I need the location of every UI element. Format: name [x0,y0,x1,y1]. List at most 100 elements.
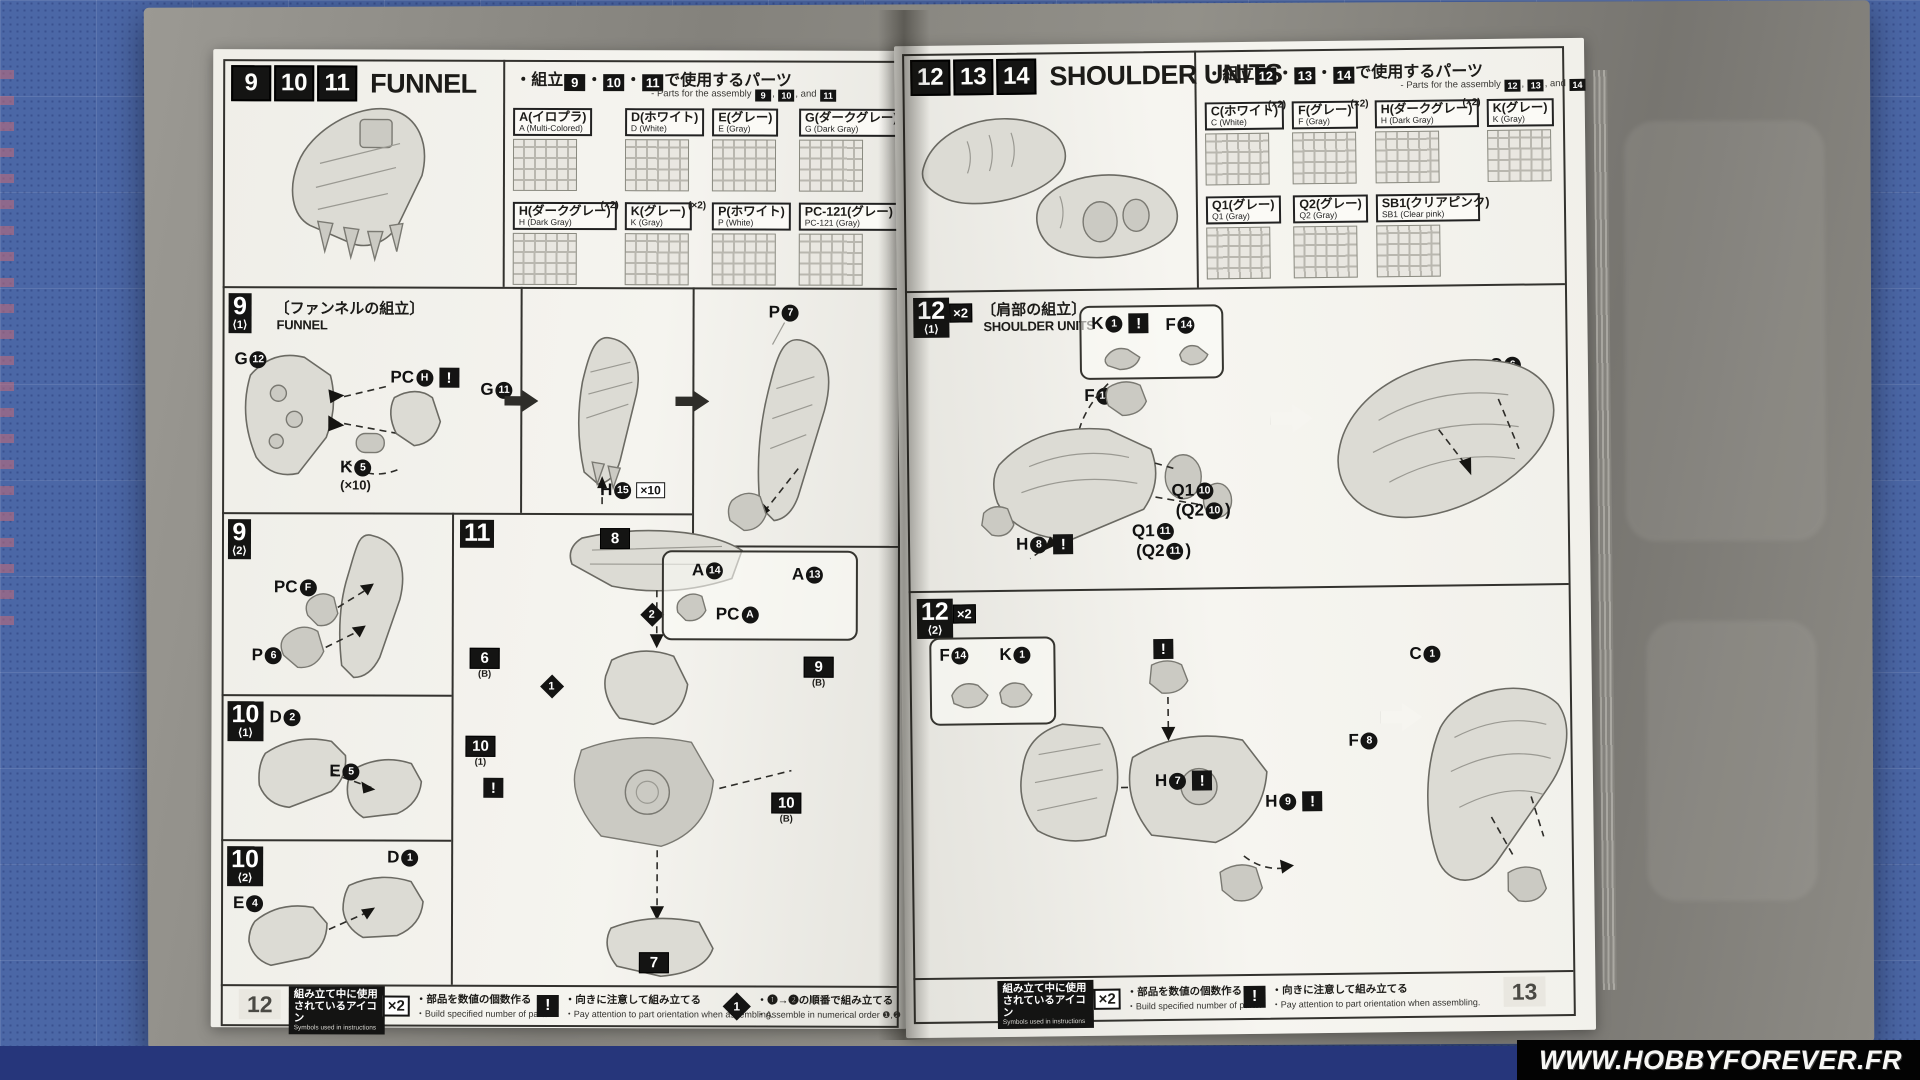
step-ref-box: 10 [603,74,625,92]
step-ref-box: 13 [1294,67,1316,85]
runner-thumbnail [512,233,577,286]
step-heading-jp: 〔ファンネルの組立〕 [274,300,425,318]
part-color-en: Q2 (Gray) [1299,209,1338,221]
part-color-en: K (Gray) [1492,113,1525,125]
step-heading-en: FUNNEL [276,317,328,333]
runner-thumbnail [711,233,777,286]
step-ref-box: 9 [755,89,772,102]
part-cell: E(グレー) E (Gray) [712,108,791,196]
part-cell: H(ダークグレー) H (Dark Gray) (×2) [512,200,619,290]
page-number: 12 [238,989,281,1020]
page-number: 13 [1503,976,1546,1007]
runner-thumbnail [1205,132,1270,186]
part-cell: F(グレー) F (Gray) (×2) [1292,98,1369,189]
runner-thumbnail [624,233,689,286]
funnel-parts-cluster-illustration [228,341,513,507]
warning-icon: ! [1128,313,1149,334]
part-color-en: F (Gray) [1298,116,1330,127]
part-label-box: D(ホワイト) D (White) [624,108,705,137]
funnel-sub-assembly-illustration [252,527,447,693]
shoulder-assembly-illustration [991,655,1295,969]
legend-header: 組み立て中に使用 されているアイコン Symbols used in instr… [288,986,385,1035]
page-title: FUNNEL [370,68,477,99]
step-ref: 8 [599,528,631,550]
runner-thumbnail [1293,225,1359,279]
part-color-en: Q1 (Gray) [1212,211,1250,222]
runner-thumbnail [1206,226,1271,280]
part-cell: C(ホワイト) C (White) (×2) [1204,99,1287,190]
watermark-text: WWW.HOBBYFOREVER.FR [1539,1044,1902,1075]
small-part-illustration [1100,343,1146,372]
part-multiplier: (×2) [1267,99,1287,111]
step-ref-box: 13 [1527,79,1544,92]
x2-icon: ×2 [1093,988,1121,1010]
step-number-box: 11 [317,65,358,102]
parts-grid-left: A(イロプラ) A (Multi-Colored) D(ホワイト) D (Whi… [512,107,904,291]
small-part-illustration [672,586,712,626]
part-cell: H(ダークグレー) H (Dark Gray) (×2) [1374,97,1481,188]
runner-thumbnail [1486,129,1552,183]
part-color-en: C (White) [1210,117,1247,128]
step-heading-en: SHOULDER UNITS [983,317,1095,335]
runner-thumbnail [798,139,863,192]
part-cell: K(グレー) K (Gray) (×2) [624,200,706,290]
step-number: 9 ⟨1⟩ [228,292,252,334]
part-label-box: K(グレー) K (Gray) [624,202,692,231]
show-through-ghost [1624,120,1827,542]
part-label-box: A(イロプラ) A (Multi-Colored) [513,107,593,137]
runner-thumbnail [624,139,689,192]
part-label-box: F(グレー) F (Gray) [1292,100,1358,130]
part-multiplier: (×2) [1350,98,1369,110]
page-spine-shadow [878,10,930,1040]
shoulder-result-illustration [1317,328,1570,571]
page-title-row: 9 10 11 FUNNEL [231,65,477,102]
small-part-illustration [1174,338,1214,368]
part-color-en: D (White) [630,123,667,134]
part-cell: Q2(グレー) Q2 (Gray) [1293,194,1369,283]
step-ref: 10 (1) [465,735,496,768]
part-label-box: SB1(クリアピンク) SB1 (Clear pink) [1375,193,1490,223]
show-through-ghost [1646,620,1818,902]
step-ref-box: 12 [1255,67,1277,85]
part-color-en: H (Dark Gray) [518,217,572,228]
times-two-box: ×2 [952,604,976,624]
step-number-box: 13 [953,59,994,96]
warning-icon: ! [439,367,460,388]
part-cell: Q1(グレー) Q1 (Gray) [1205,195,1286,284]
part-color-en: K (Gray) [630,217,663,228]
warning-icon: ! [1053,534,1074,555]
step-ref-box: 14 [1333,66,1355,84]
x10-box: ×10 [636,482,665,499]
legend-item-warning: ! ・向きに注意して組み立てる ・Pay attention to part o… [1243,980,1480,1011]
part-label-box: Q1(グレー) Q1 (Gray) [1205,195,1281,225]
legend-header: 組み立て中に使用 されているアイコン Symbols used in instr… [997,979,1094,1029]
legend-item-x2: ×2 ・部品を数値の個数作る ・Build specified number o… [1093,983,1262,1013]
shoulder-assembly-illustration [958,372,1280,576]
shoulder-units-illustration [909,95,1191,288]
part-cell: A(イロプラ) A (Multi-Colored) [512,107,617,196]
part-multiplier: (×2) [600,200,619,212]
parts-grid-right: C(ホワイト) C (White) (×2) F(グレー) F (Gray) (… [1204,97,1555,284]
part-color-en: E (Gray) [718,123,751,134]
runner-thumbnail [512,139,578,192]
legend-item-x2: ×2 ・部品を数値の個数作る ・Build specified number o… [382,992,551,1020]
runner-thumbnail [798,233,863,286]
